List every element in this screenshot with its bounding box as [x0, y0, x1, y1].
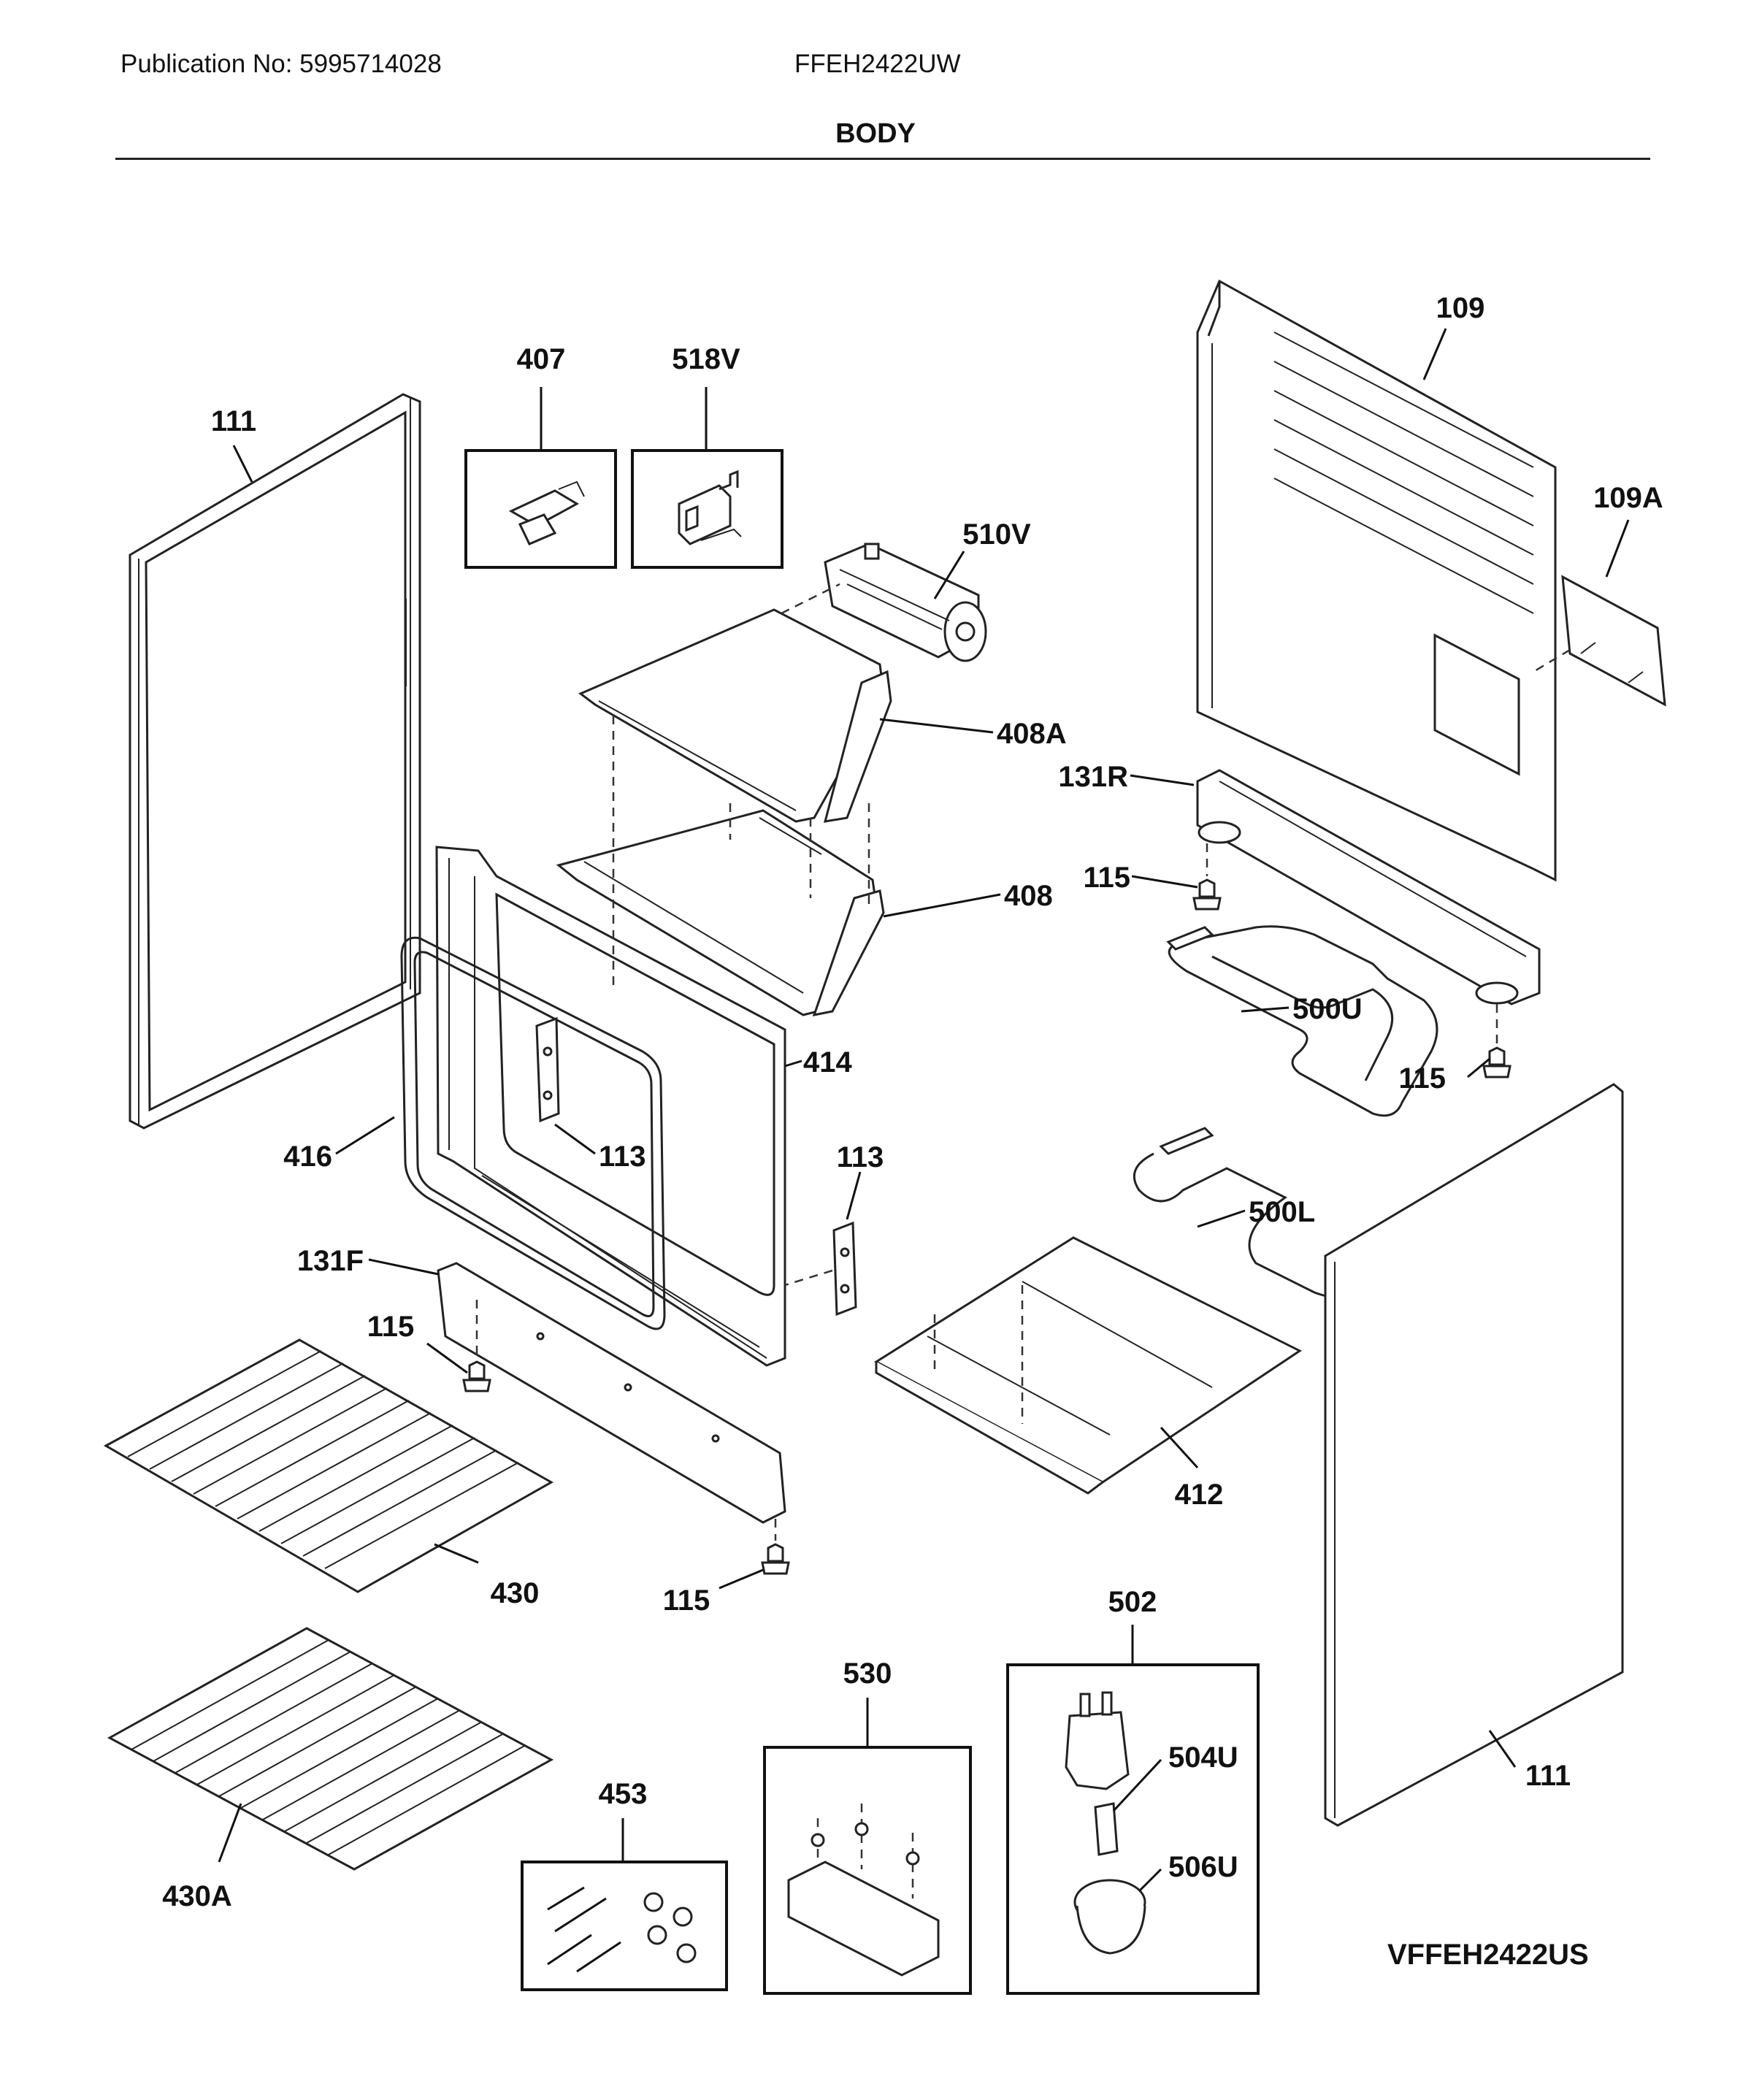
part-131f-front-rail[interactable]: [437, 1262, 786, 1524]
part-115-leg-b[interactable]: [1482, 1046, 1511, 1078]
callout-111-right: 111: [1525, 1760, 1571, 1792]
callout-407: 407: [517, 343, 566, 375]
part-111-right-side-panel[interactable]: [1324, 1083, 1624, 1827]
part-430-oven-rack[interactable]: [103, 1338, 554, 1593]
callout-109a: 109A: [1593, 482, 1663, 514]
drawing-id: VFFEH2422US: [1387, 1939, 1589, 1971]
part-412-oven-bottom[interactable]: [874, 1236, 1302, 1495]
callout-500u: 500U: [1292, 993, 1363, 1025]
callout-115-c: 115: [367, 1311, 415, 1343]
part-430a-oven-rack[interactable]: [107, 1627, 554, 1871]
callout-506u: 506U: [1168, 1851, 1238, 1883]
callout-131f: 131F: [297, 1245, 364, 1277]
callout-408: 408: [1004, 880, 1053, 912]
callout-113-b: 113: [837, 1141, 884, 1173]
model-number: FFEH2422UW: [794, 50, 961, 78]
callout-518v: 518V: [672, 343, 740, 375]
callout-500l: 500L: [1249, 1196, 1315, 1228]
rack-430a-wires: [131, 1639, 526, 1855]
header-divider: [115, 158, 1650, 160]
part-115-leg-a[interactable]: [1192, 878, 1222, 911]
part-115-leg-d[interactable]: [761, 1543, 790, 1575]
callout-113-a: 113: [599, 1141, 646, 1173]
callout-416: 416: [283, 1141, 332, 1173]
page-title: BODY: [835, 118, 916, 149]
callout-131r: 131R: [1058, 761, 1128, 793]
part-407-box[interactable]: [464, 449, 617, 569]
callout-115-b: 115: [1398, 1062, 1446, 1095]
part-518v-box[interactable]: [631, 449, 783, 569]
callout-453: 453: [599, 1778, 648, 1810]
part-113-hinge-right[interactable]: [832, 1221, 857, 1317]
callout-430a: 430A: [162, 1880, 232, 1912]
callout-504u: 504U: [1168, 1741, 1238, 1774]
assembly-dashed-lines: [475, 583, 1571, 1541]
part-109a-cover[interactable]: [1561, 575, 1666, 707]
part-530-terminal-block-box[interactable]: [763, 1746, 972, 1995]
part-408a-upper-duct[interactable]: [578, 608, 892, 823]
part-408-lower-duct[interactable]: [556, 809, 885, 1016]
leader-lines: [218, 328, 1630, 1893]
callout-414: 414: [803, 1046, 852, 1078]
callout-430: 430: [491, 1577, 540, 1609]
part-453-hardware-box[interactable]: [521, 1861, 728, 1991]
part-510v-fan-motor[interactable]: [824, 543, 987, 662]
callout-labels: 407 518V 111 109 109A 510V 408A 131R 115…: [162, 292, 1663, 1971]
callout-412: 412: [1175, 1479, 1224, 1511]
part-113-hinge-left[interactable]: [535, 1016, 560, 1123]
part-111-left-side-panel[interactable]: [129, 393, 421, 1130]
part-416-door-gasket[interactable]: [400, 936, 666, 1330]
callout-115-a: 115: [1083, 862, 1130, 894]
callout-115-d: 115: [663, 1584, 710, 1617]
part-414-oven-liner[interactable]: [435, 846, 786, 1367]
callout-408a: 408A: [997, 718, 1067, 750]
callout-530: 530: [843, 1658, 892, 1690]
callout-111-left: 111: [211, 405, 256, 437]
callout-502: 502: [1108, 1586, 1157, 1618]
part-115-leg-c[interactable]: [462, 1360, 491, 1392]
part-502-lamp-assembly-box[interactable]: [1006, 1663, 1260, 1995]
part-109-back-panel[interactable]: [1196, 279, 1557, 882]
callout-510v: 510V: [962, 518, 1031, 551]
publication-number: Publication No: 5995714028: [120, 50, 442, 78]
rack-430-wires: [127, 1350, 519, 1569]
back-panel-vent-slots: [1273, 332, 1534, 614]
part-500u-broil-element[interactable]: [1166, 925, 1438, 1117]
callout-109: 109: [1436, 292, 1485, 324]
part-131r-rear-rail[interactable]: [1196, 769, 1541, 1005]
